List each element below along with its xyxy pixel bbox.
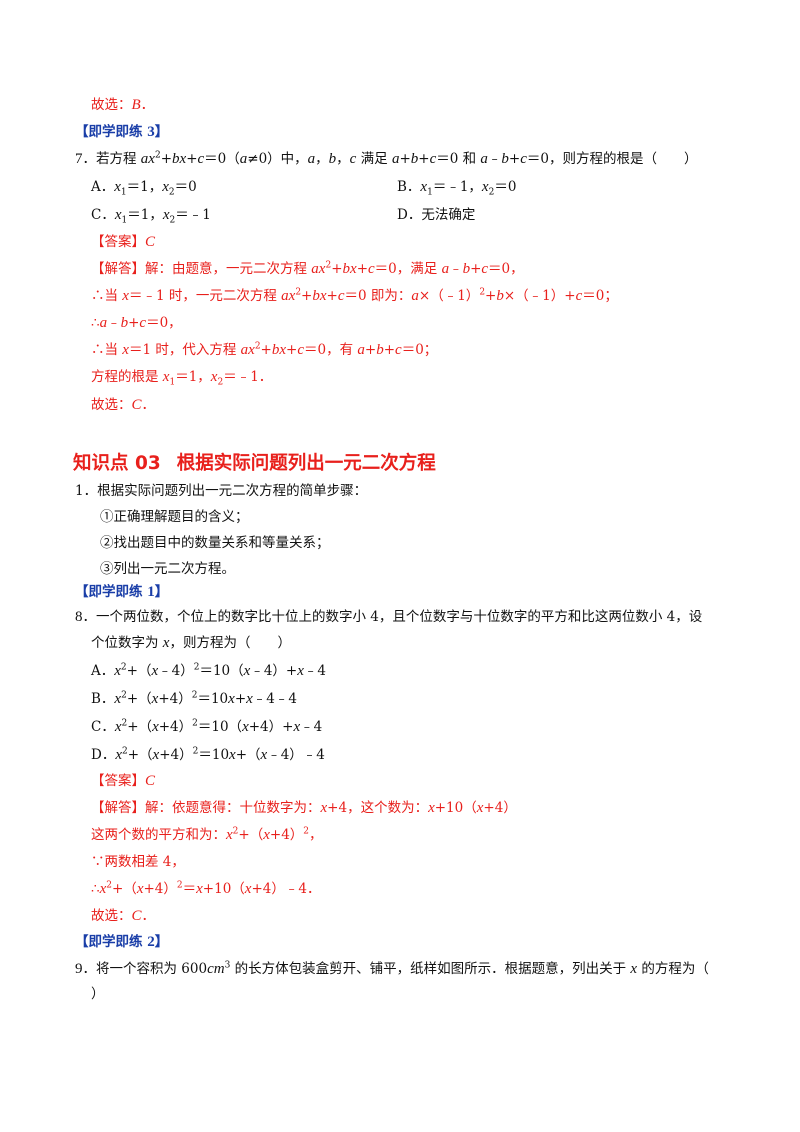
steps-intro: 1．根据实际问题列出一元二次方程的简单步骤： bbox=[75, 483, 368, 499]
question-8-line-2: 个位数字为 x，则方程为（ ） bbox=[91, 635, 291, 651]
q7-option-d: D．无法确定 bbox=[397, 207, 476, 223]
q7-option-c: C．x1＝1，x2＝﹣1 bbox=[91, 207, 211, 226]
q7-option-a: A．x1＝1，x2＝0 bbox=[91, 179, 197, 198]
question-9-line-1: 9．将一个容积为 600cm3 的长方体包装盒剪开、铺平，纸样如图所示．根据题意… bbox=[75, 960, 709, 977]
step-1: ①正确理解题目的含义； bbox=[100, 509, 249, 525]
practice-label-3: 【即学即练 3】 bbox=[75, 124, 169, 140]
q8-option-c: C．x2+（x+4）2＝10（x+4）+x﹣4 bbox=[91, 718, 323, 735]
q8-solution-3: ∵两数相差 4， bbox=[91, 854, 185, 870]
practice-label-1: 【即学即练 1】 bbox=[75, 584, 169, 600]
q7-conclusion: 故选：C． bbox=[91, 397, 156, 413]
q8-option-d: D．x2+（x+4）2＝10x+（x﹣4）﹣4 bbox=[91, 746, 325, 763]
q7-solution-1: 【解答】解：由题意，一元二次方程 ax2+bx+c＝0，满足 a﹣b+c＝0， bbox=[91, 260, 524, 277]
q7-solution-5: 方程的根是 x1＝1，x2＝﹣1． bbox=[91, 369, 273, 388]
q8-answer: 【答案】C bbox=[91, 773, 156, 789]
q7-option-b: B．x1＝﹣1，x2＝0 bbox=[397, 179, 517, 198]
practice-label-2: 【即学即练 2】 bbox=[75, 934, 169, 950]
question-7: 7．若方程 ax2+bx+c＝0（a≠0）中，a，b，c 满足 a+b+c＝0 … bbox=[75, 150, 698, 167]
q8-solution-4: ∴x2+（x+4）2＝x+10（x+4）﹣4． bbox=[91, 880, 321, 897]
q8-solution-2: 这两个数的平方和为：x2+（x+4）2， bbox=[91, 826, 323, 843]
q7-solution-2: ∴当 x＝﹣1 时，一元二次方程 ax2+bx+c＝0 即为：a×（﹣1）2+b… bbox=[91, 287, 618, 304]
step-2: ②找出题目中的数量关系和等量关系； bbox=[100, 535, 330, 551]
q8-solution-1: 【解答】解：依题意得：十位数字为：x+4，这个数为：x+10（x+4） bbox=[91, 800, 517, 816]
question-9-line-2: ） bbox=[91, 986, 105, 1002]
q8-option-b: B．x2+（x+4）2＝10x+x﹣4﹣4 bbox=[91, 690, 297, 707]
question-8-line-1: 8．一个两位数，个位上的数字比十位上的数字小 4，且个位数字与十位数字的平方和比… bbox=[75, 609, 703, 625]
prev-conclusion: 故选：B． bbox=[91, 97, 155, 113]
q7-solution-3: ∴a﹣b+c＝0， bbox=[91, 315, 182, 331]
q8-option-a: A．x2+（x﹣4）2＝10（x﹣4）+x﹣4 bbox=[91, 662, 326, 679]
q8-conclusion: 故选：C． bbox=[91, 908, 156, 924]
step-3: ③列出一元二次方程。 bbox=[100, 561, 235, 577]
q7-answer: 【答案】C bbox=[91, 234, 156, 250]
q7-solution-4: ∴当 x＝1 时，代入方程 ax2+bx+c＝0，有 a+b+c＝0； bbox=[91, 341, 438, 358]
